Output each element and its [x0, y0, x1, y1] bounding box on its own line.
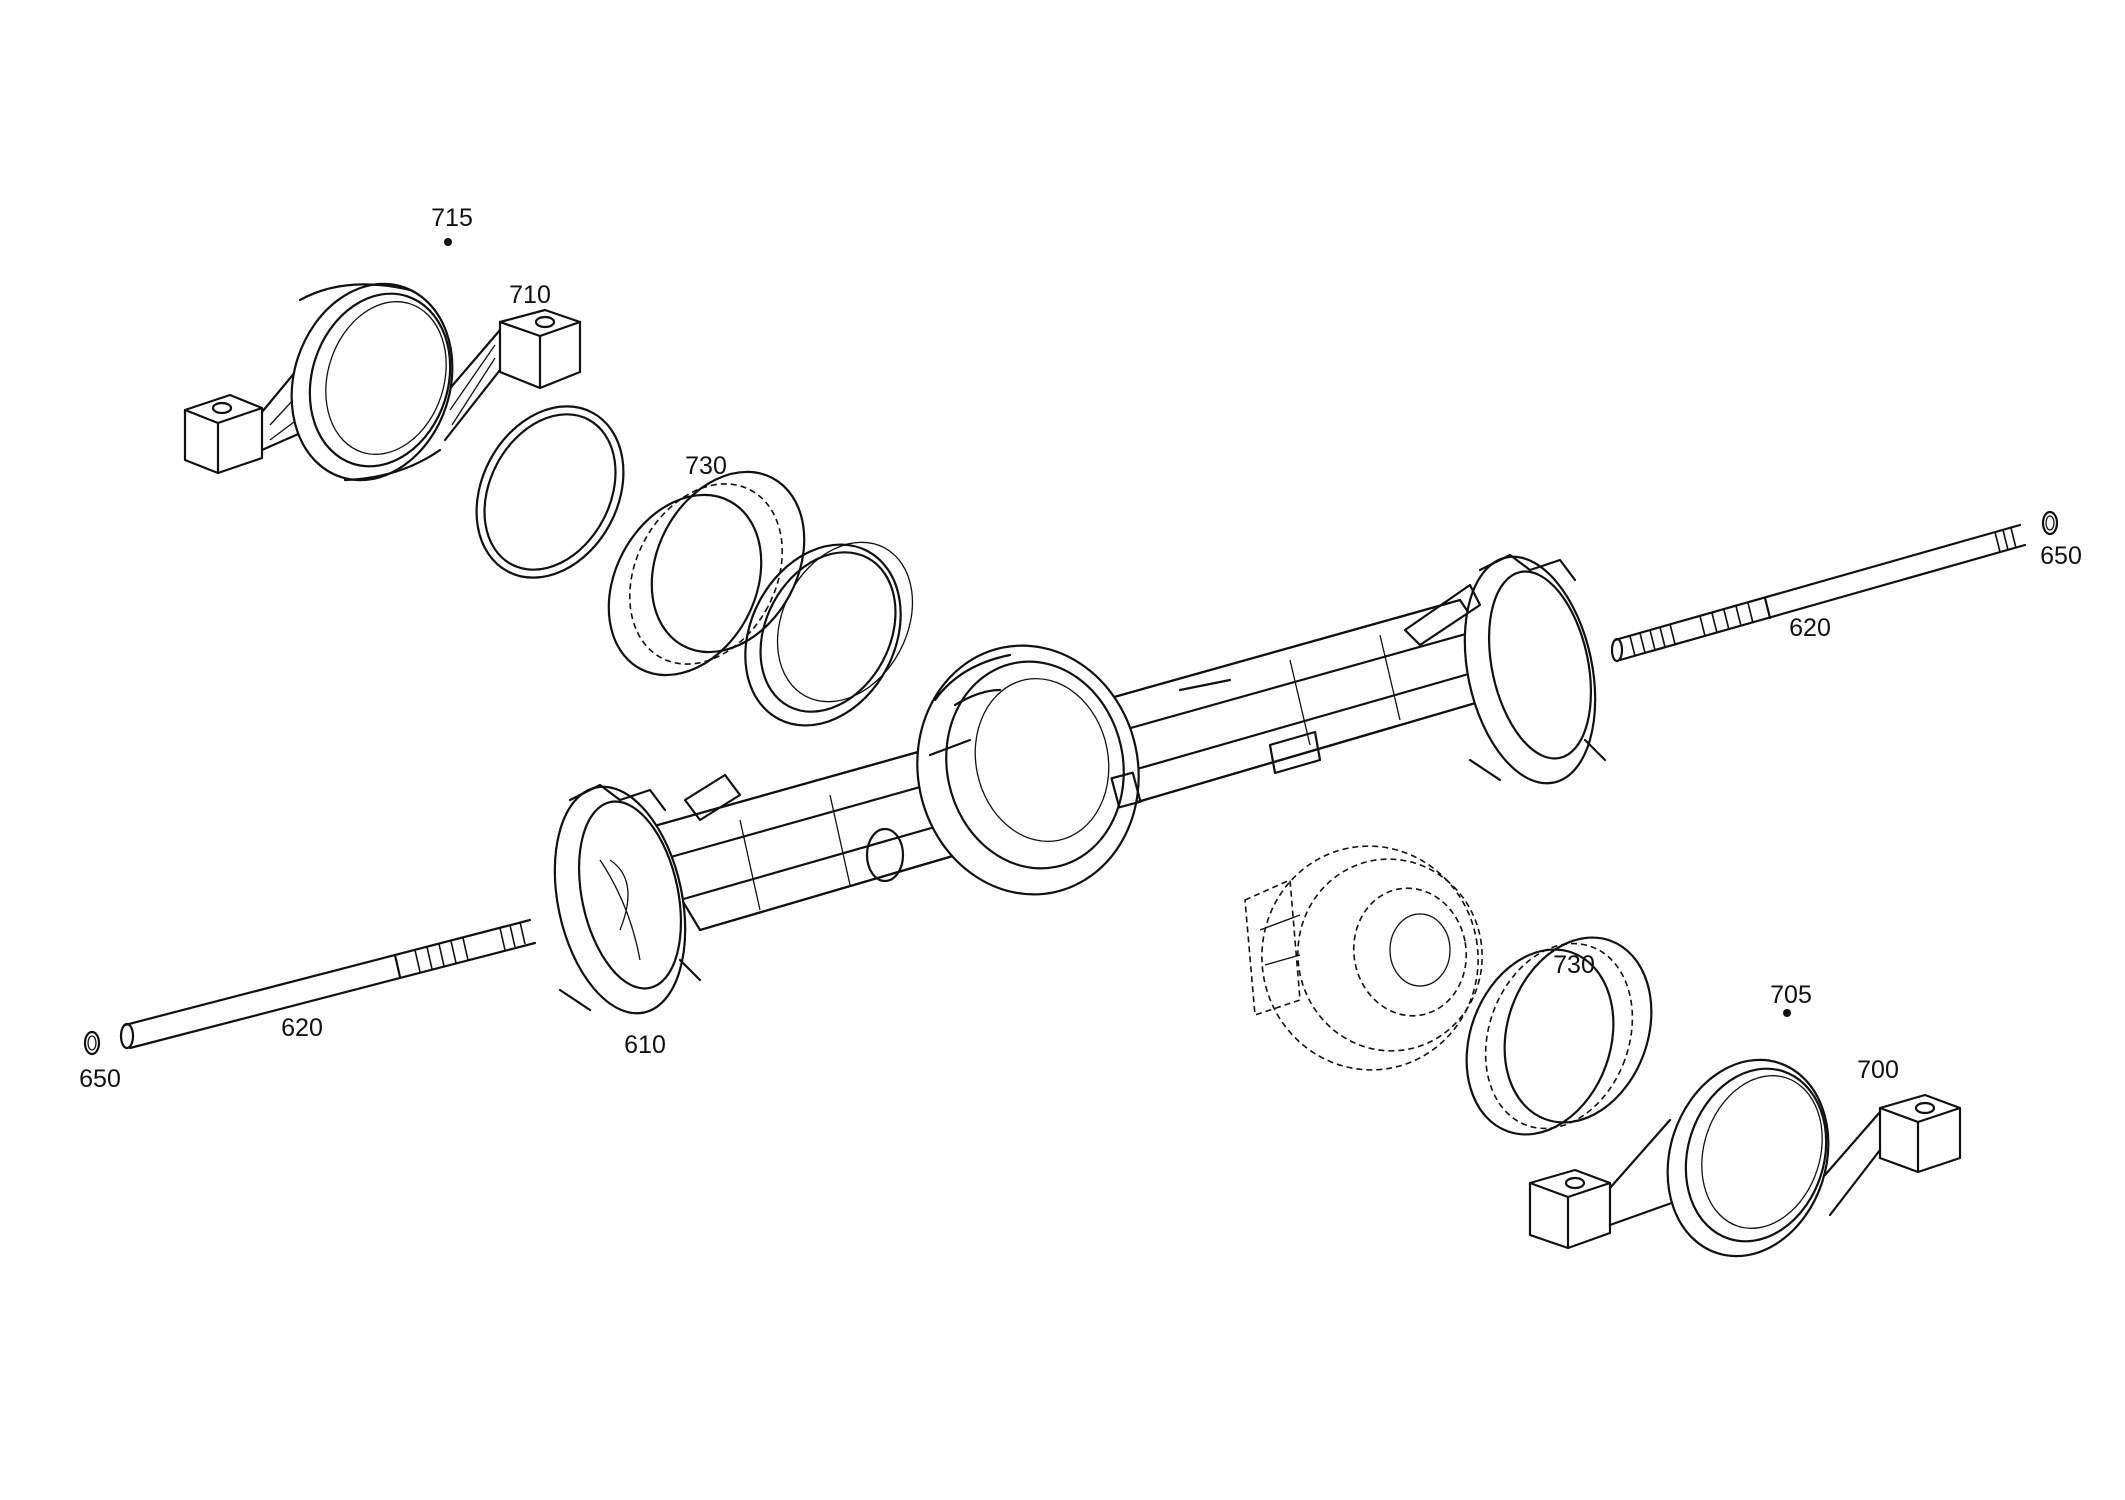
- callout-650-left: 650: [79, 1065, 121, 1093]
- part-730-bushing-lower: [1465, 936, 1653, 1136]
- callout-710: 710: [509, 281, 551, 309]
- part-715-pin: [444, 238, 452, 246]
- callout-700: 700: [1857, 1056, 1899, 1084]
- callout-730-bottom: 730: [1553, 951, 1595, 979]
- callout-730-top: 730: [685, 452, 727, 480]
- callout-705: 705: [1770, 981, 1812, 1009]
- part-610-axle-housing: [553, 553, 1607, 1015]
- callout-610: 610: [624, 1031, 666, 1059]
- seal-ring-upper: [475, 405, 625, 579]
- callout-650-right: 650: [2040, 542, 2082, 570]
- part-620-shaft-right: [1610, 523, 2027, 663]
- part-620-shaft-left: [119, 918, 537, 1050]
- differential-assembly: [1244, 845, 1483, 1071]
- part-700-bracket: [1528, 1058, 1962, 1258]
- callout-715: 715: [431, 204, 473, 232]
- part-650-washer-left: [83, 1030, 101, 1056]
- bearing-ring-upper: [744, 541, 914, 727]
- callout-620-left: 620: [281, 1014, 323, 1042]
- part-705-pin: [1783, 1009, 1791, 1017]
- part-710-bracket: [183, 282, 582, 482]
- callout-620-right: 620: [1789, 614, 1831, 642]
- part-650-washer-right: [2041, 510, 2059, 536]
